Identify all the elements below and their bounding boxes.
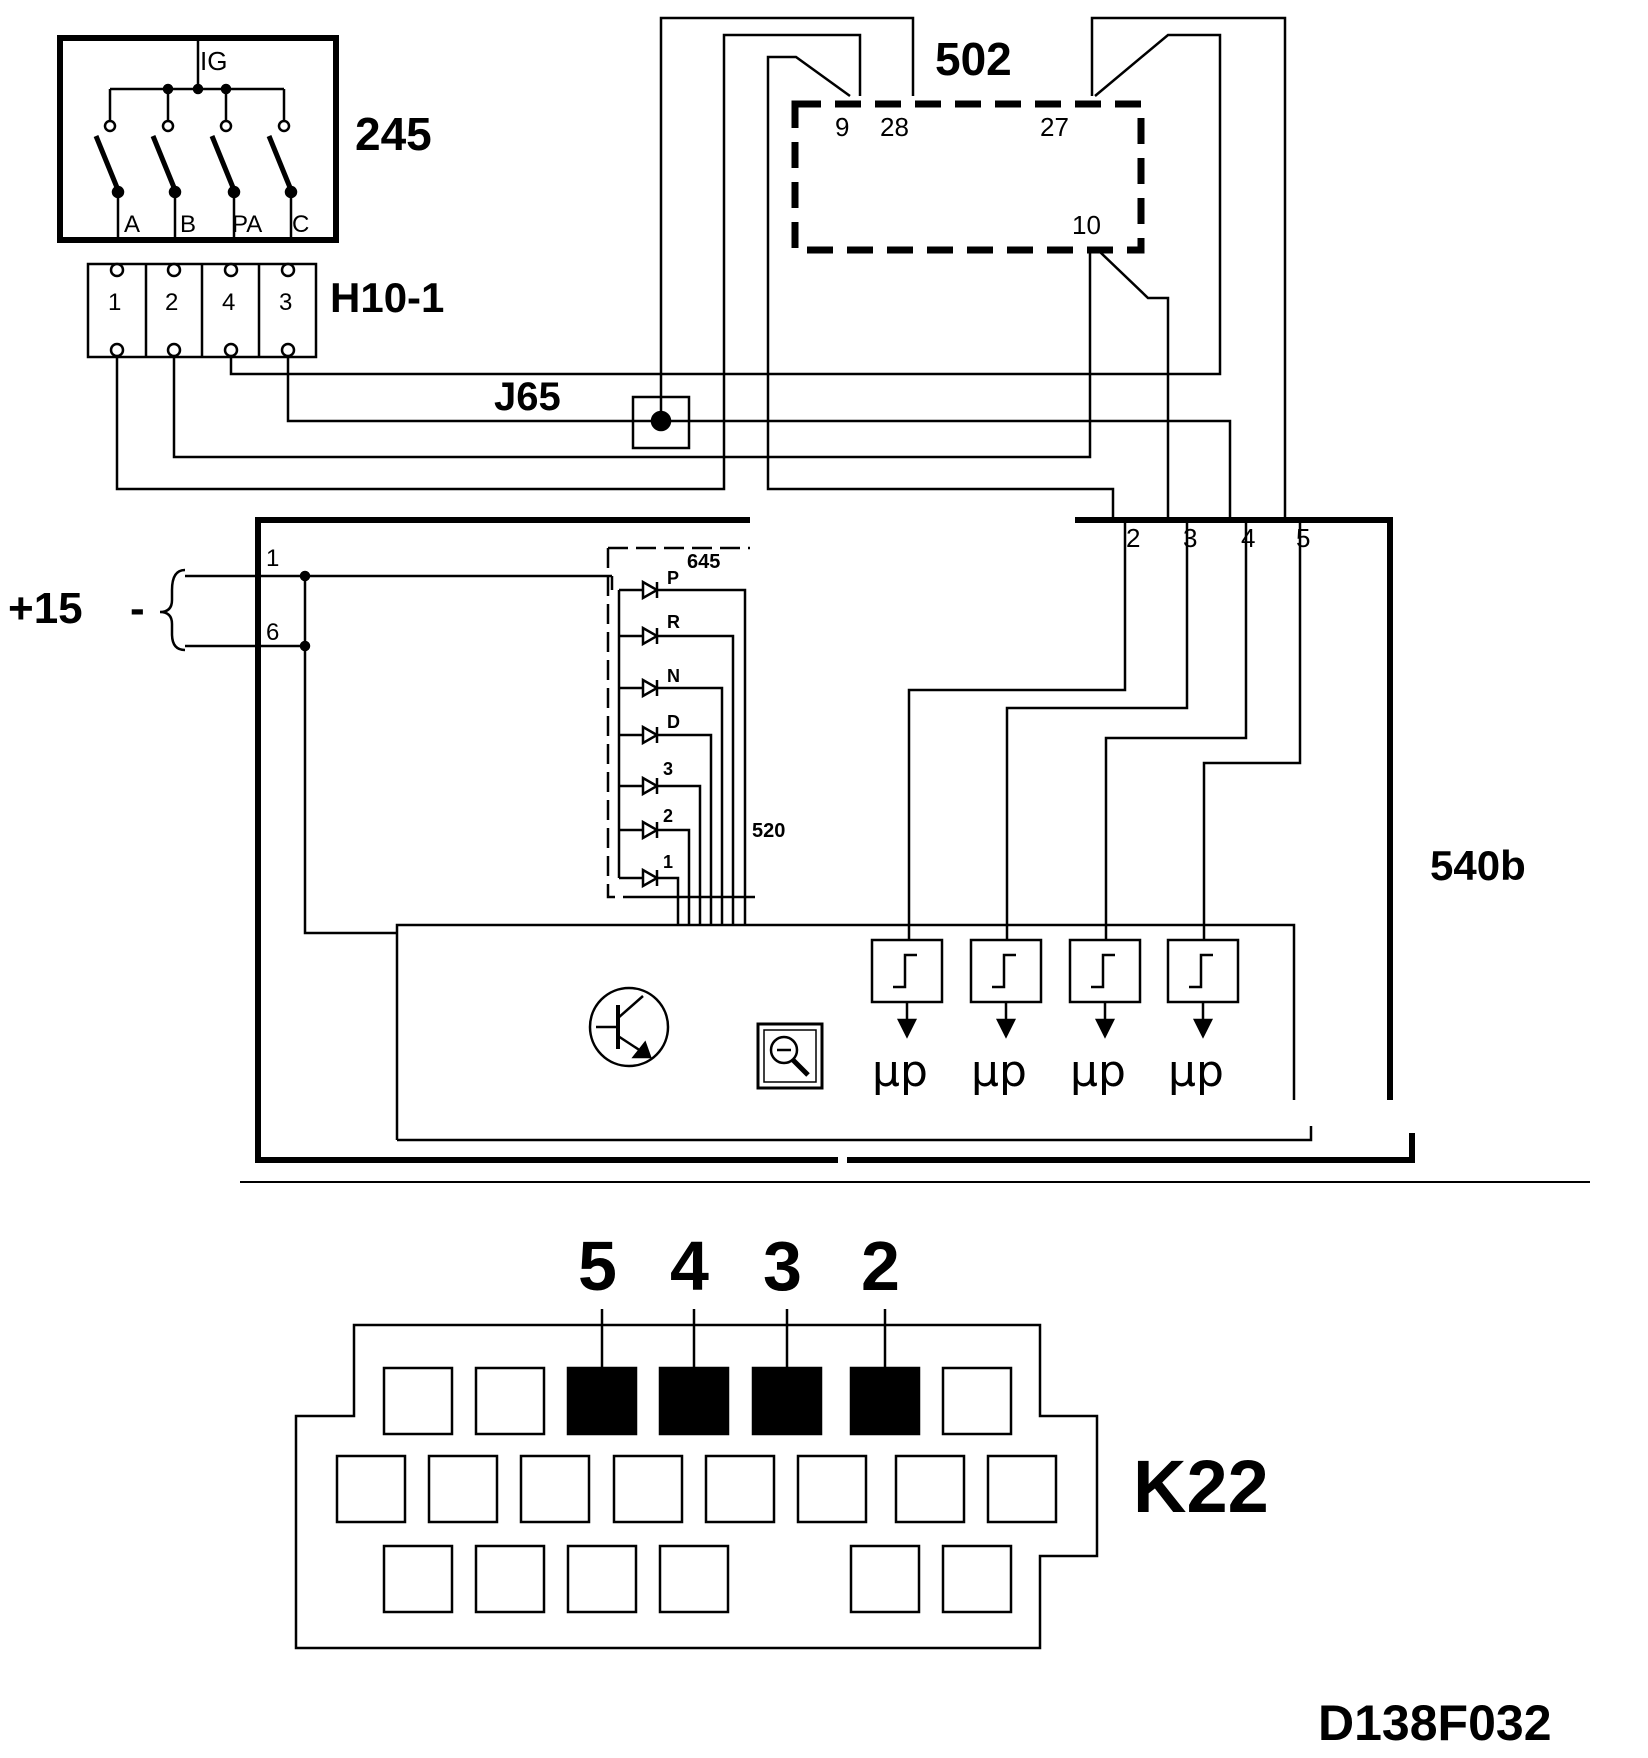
k22-pin-leads <box>600 1309 887 1368</box>
module-502-pin-28: 28 <box>880 112 909 142</box>
mcu-label-2: μp <box>971 1046 1027 1097</box>
supply-pin-6: 6 <box>266 619 279 646</box>
h10-pin-3: 3 <box>279 289 292 316</box>
diagram-id: D138F032 <box>1318 1695 1552 1751</box>
ignition-switch-number: 245 <box>355 108 432 160</box>
contact-label-a: A <box>124 211 140 238</box>
module-502-pin-10: 10 <box>1072 210 1101 240</box>
module-502-pin-9: 9 <box>835 112 849 142</box>
input-pin-5: 5 <box>1296 523 1310 553</box>
contact-label-c: C <box>292 211 309 238</box>
h10-connector-name: H10-1 <box>330 274 444 321</box>
j65-label: J65 <box>494 375 561 419</box>
gear-label-1: 1 <box>663 852 673 872</box>
schmitt-triggers <box>870 938 1240 1039</box>
h10-pin-4: 4 <box>222 289 235 316</box>
gear-display-box <box>606 548 634 899</box>
k22-label-2: 2 <box>861 1227 900 1305</box>
j65-junction <box>631 395 691 450</box>
module-502-number: 502 <box>935 33 1012 85</box>
mcu-label-3: μp <box>1070 1046 1126 1097</box>
k22-label-3: 3 <box>763 1227 802 1305</box>
k22-pin-row-2 <box>335 1454 1058 1524</box>
contact-label-pa: PA <box>232 211 262 238</box>
supply-label: +15 <box>8 584 83 633</box>
k22-label-5: 5 <box>578 1227 617 1305</box>
k22-connector-name: K22 <box>1133 1445 1269 1528</box>
input-wire-4 <box>1104 520 1248 940</box>
input-wire-3 <box>1005 520 1189 940</box>
gear-display-number: 645 <box>687 551 720 573</box>
gear-label-p: P <box>667 568 679 588</box>
switch-contacts <box>93 89 298 240</box>
k22-pin-row-1 <box>382 1366 1013 1436</box>
h10-pin-1: 1 <box>108 289 121 316</box>
input-pin-4: 4 <box>1241 523 1255 553</box>
controller-block <box>395 923 1296 1140</box>
ignition-supply-label: IG <box>200 46 227 76</box>
module-502-pin-27: 27 <box>1040 112 1069 142</box>
k22-pin-row-3 <box>382 1544 1013 1614</box>
transistor-icon <box>588 986 670 1068</box>
gear-label-r: R <box>667 612 680 632</box>
module-540b-number: 540b <box>1430 842 1526 889</box>
input-pin-2: 2 <box>1126 523 1140 553</box>
svg-text:-: - <box>130 584 145 633</box>
gear-label-n: N <box>667 666 680 686</box>
bus-label: 520 <box>752 820 785 842</box>
h10-pin-2: 2 <box>165 289 178 316</box>
gear-label-d: D <box>667 712 680 732</box>
zoom-out-icon[interactable] <box>756 1022 824 1090</box>
gear-label-2: 2 <box>663 806 673 826</box>
contact-label-b: B <box>180 211 196 238</box>
supply-pin-1: 1 <box>266 545 279 572</box>
module-502-box <box>791 100 1145 254</box>
gear-label-3: 3 <box>663 759 673 779</box>
input-wire-5 <box>1202 520 1302 940</box>
input-pin-3: 3 <box>1183 523 1197 553</box>
k22-connector-body <box>294 1323 1099 1650</box>
k22-label-4: 4 <box>670 1227 709 1305</box>
mcu-label-1: μp <box>872 1046 928 1097</box>
input-wire-2 <box>907 520 1127 940</box>
gear-leds <box>619 579 755 925</box>
mcu-label-4: μp <box>1168 1046 1224 1097</box>
